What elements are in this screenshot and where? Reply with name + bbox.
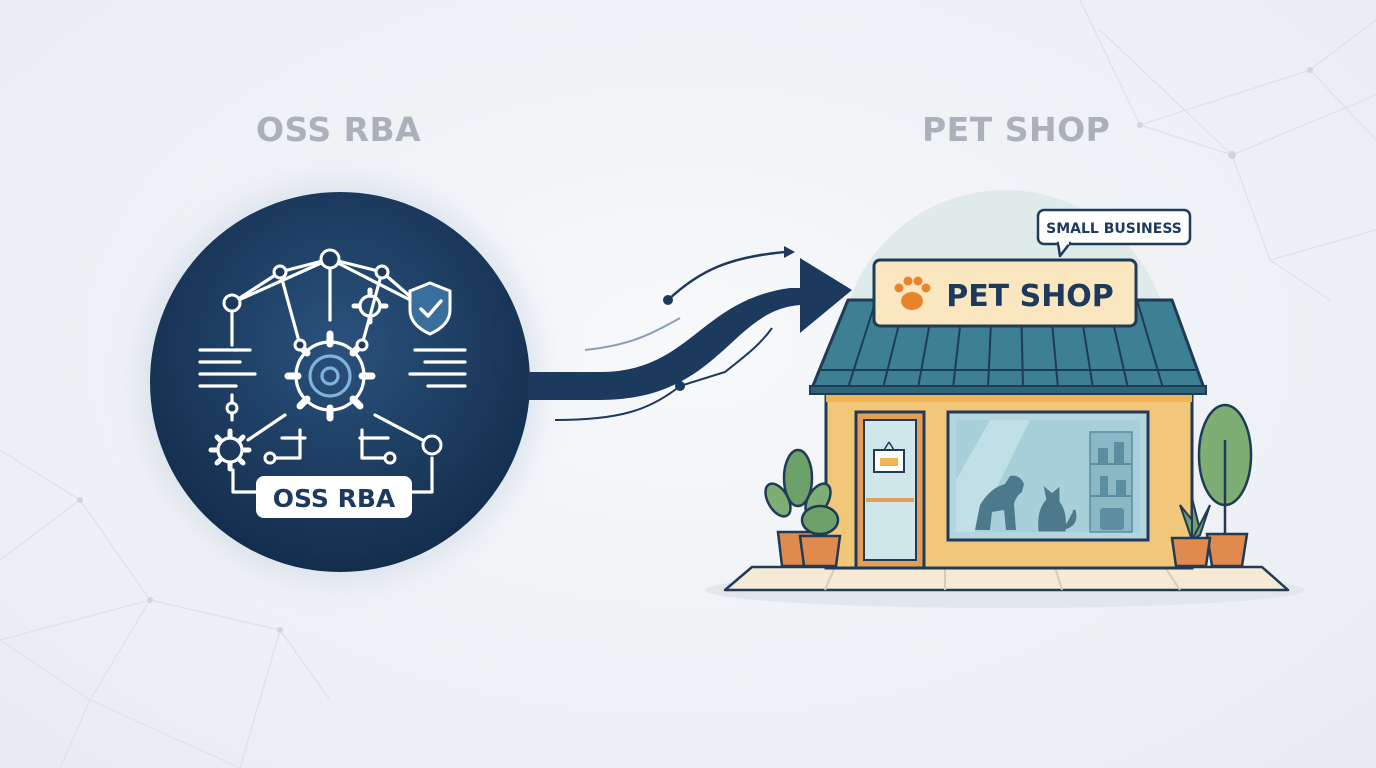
paw-icon: [894, 276, 931, 310]
cat-silhouette: [1038, 486, 1077, 532]
shop-door: [854, 410, 926, 570]
pet-shop-sign-label: PET SHOP: [946, 279, 1114, 314]
oss-rba-badge: [256, 476, 412, 518]
right-heading: PET SHOP: [922, 110, 1111, 149]
left-heading: OSS RBA: [256, 110, 422, 149]
shield-check-icon: [408, 281, 452, 336]
oss-rba-badge-label: OSS RBA: [273, 484, 396, 513]
plant-right: [1170, 403, 1253, 568]
pet-shop-sign: PET SHOP: [872, 258, 1138, 328]
sidewalk: [723, 565, 1290, 592]
small-business-label: SMALL BUSINESS: [1046, 221, 1182, 237]
small-business-callout: SMALL BUSINESS: [1036, 208, 1192, 258]
plant-left: [764, 448, 842, 568]
dog-silhouette: [975, 475, 1024, 530]
display-window: [946, 410, 1150, 542]
